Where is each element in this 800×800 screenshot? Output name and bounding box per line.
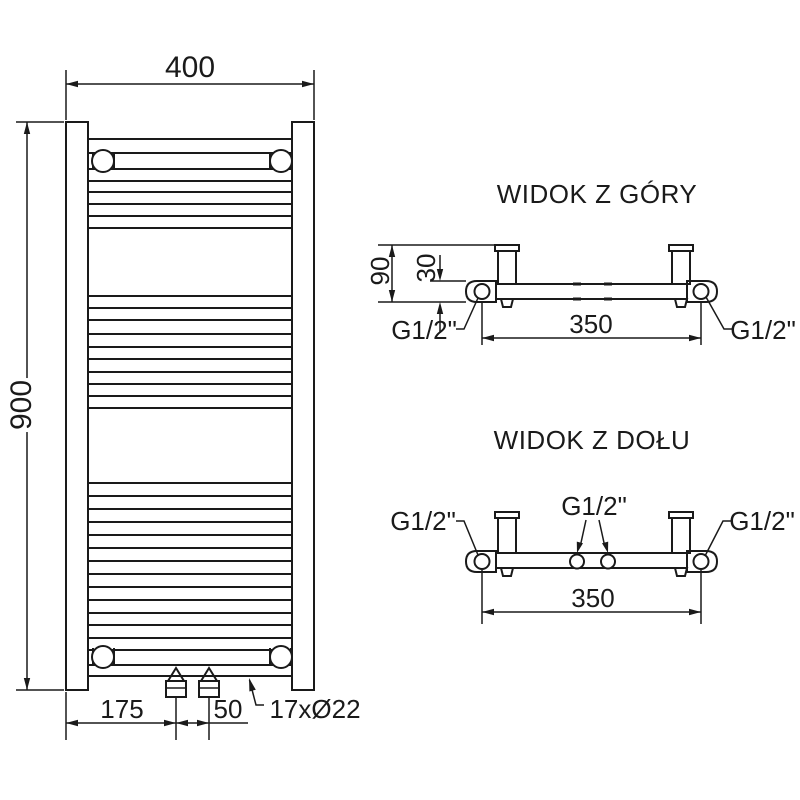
bottom-view-center-connection-left xyxy=(569,553,585,570)
bottom-view-center-connection-right xyxy=(600,553,616,570)
bottom-view-left-cap xyxy=(464,550,497,573)
dim-50-label: 50 xyxy=(213,694,243,724)
dim-90-arrow-top xyxy=(388,245,396,257)
dim-175-50-lines xyxy=(65,692,248,740)
top-view-left-conn-leader xyxy=(456,297,479,330)
dim-350-bottom-label: 350 xyxy=(571,583,615,613)
bottom-view-left-conn-leader xyxy=(456,520,479,556)
mount-bracket-bottom-right xyxy=(269,645,293,669)
dim-350-top-label: 350 xyxy=(569,309,613,339)
dim-900-arrow-bottom xyxy=(23,678,31,690)
dim-30-arrow-top xyxy=(436,269,444,281)
dim-350-bottom-arrow-left xyxy=(482,608,494,616)
mount-bracket-bottom-left xyxy=(91,645,115,669)
dim-400-label: 400 xyxy=(164,51,216,84)
top-view-left-cap xyxy=(464,280,497,303)
top-view-title: WIDOK Z GÓRY xyxy=(496,179,698,209)
top-view-wall-brackets xyxy=(494,244,694,308)
dim-90-label: 90 xyxy=(365,256,395,286)
top-view xyxy=(378,244,732,345)
top-view-right-connection-label: G1/2" xyxy=(730,315,796,345)
dim-175-arrow-left xyxy=(66,719,78,727)
top-view-right-conn-leader xyxy=(705,296,732,330)
bottom-view-right-conn-leader xyxy=(704,520,731,557)
dim-30-arrow-bottom xyxy=(436,302,444,314)
valve-connection-right xyxy=(198,666,220,698)
dim-175-arrow-right xyxy=(164,719,176,727)
dim-30-label: 30 xyxy=(411,253,441,283)
mount-bracket-top-left xyxy=(91,149,115,173)
dim-400-lines xyxy=(65,70,315,120)
top-view-center-marks xyxy=(573,282,612,301)
tube-label-arrow xyxy=(249,678,256,692)
top-view-right-connection xyxy=(692,283,710,300)
rung-lines xyxy=(88,138,292,677)
dim-350-top-arrow-right xyxy=(689,334,701,342)
bottom-view-right-connection xyxy=(692,553,710,570)
top-view-tube xyxy=(495,283,688,300)
bottom-view-center-connection-label: G1/2" xyxy=(561,491,627,521)
bottom-view-center-arrow-left xyxy=(576,541,583,553)
top-view-left-connection xyxy=(473,283,491,300)
bottom-view-wall-brackets xyxy=(494,511,694,577)
dim-50-arrow-right xyxy=(197,719,209,727)
dim-400-arrow-left xyxy=(66,80,78,88)
dim-30-lines xyxy=(430,255,466,333)
front-view xyxy=(16,70,315,740)
bottom-view-tube xyxy=(495,552,688,569)
bottom-view-left-connection-label: G1/2" xyxy=(390,506,456,536)
tube-count-label: 17xØ22 xyxy=(269,694,361,724)
dim-50-arrow-left xyxy=(176,719,188,727)
bottom-view-center-leader-left xyxy=(579,519,587,546)
bottom-view-left-connection xyxy=(473,553,491,570)
dim-350-bottom-lines xyxy=(481,570,702,624)
dim-90-arrow-bottom xyxy=(388,290,396,302)
dim-350-top-arrow-left xyxy=(482,334,494,342)
dim-350-top-lines xyxy=(481,301,702,345)
dim-400-arrow-right xyxy=(302,80,314,88)
bottom-view xyxy=(456,511,731,624)
right-collector-tube xyxy=(291,121,315,691)
bottom-view-center-leader-right xyxy=(598,519,606,546)
dim-900-label: 900 xyxy=(5,377,38,433)
mount-bracket-top-right xyxy=(269,149,293,173)
left-collector-tube xyxy=(65,121,89,691)
top-view-left-connection-label: G1/2" xyxy=(391,315,457,345)
dim-350-bottom-arrow-right xyxy=(689,608,701,616)
valve-connection-left xyxy=(165,666,187,698)
bottom-view-center-arrow-right xyxy=(602,541,609,553)
bottom-view-right-connection-label: G1/2" xyxy=(729,506,795,536)
bottom-view-right-cap xyxy=(686,550,719,573)
dim-900-arrow-top xyxy=(23,122,31,134)
bottom-view-title: WIDOK Z DOŁU xyxy=(493,425,691,455)
dim-175-label: 175 xyxy=(100,694,144,724)
